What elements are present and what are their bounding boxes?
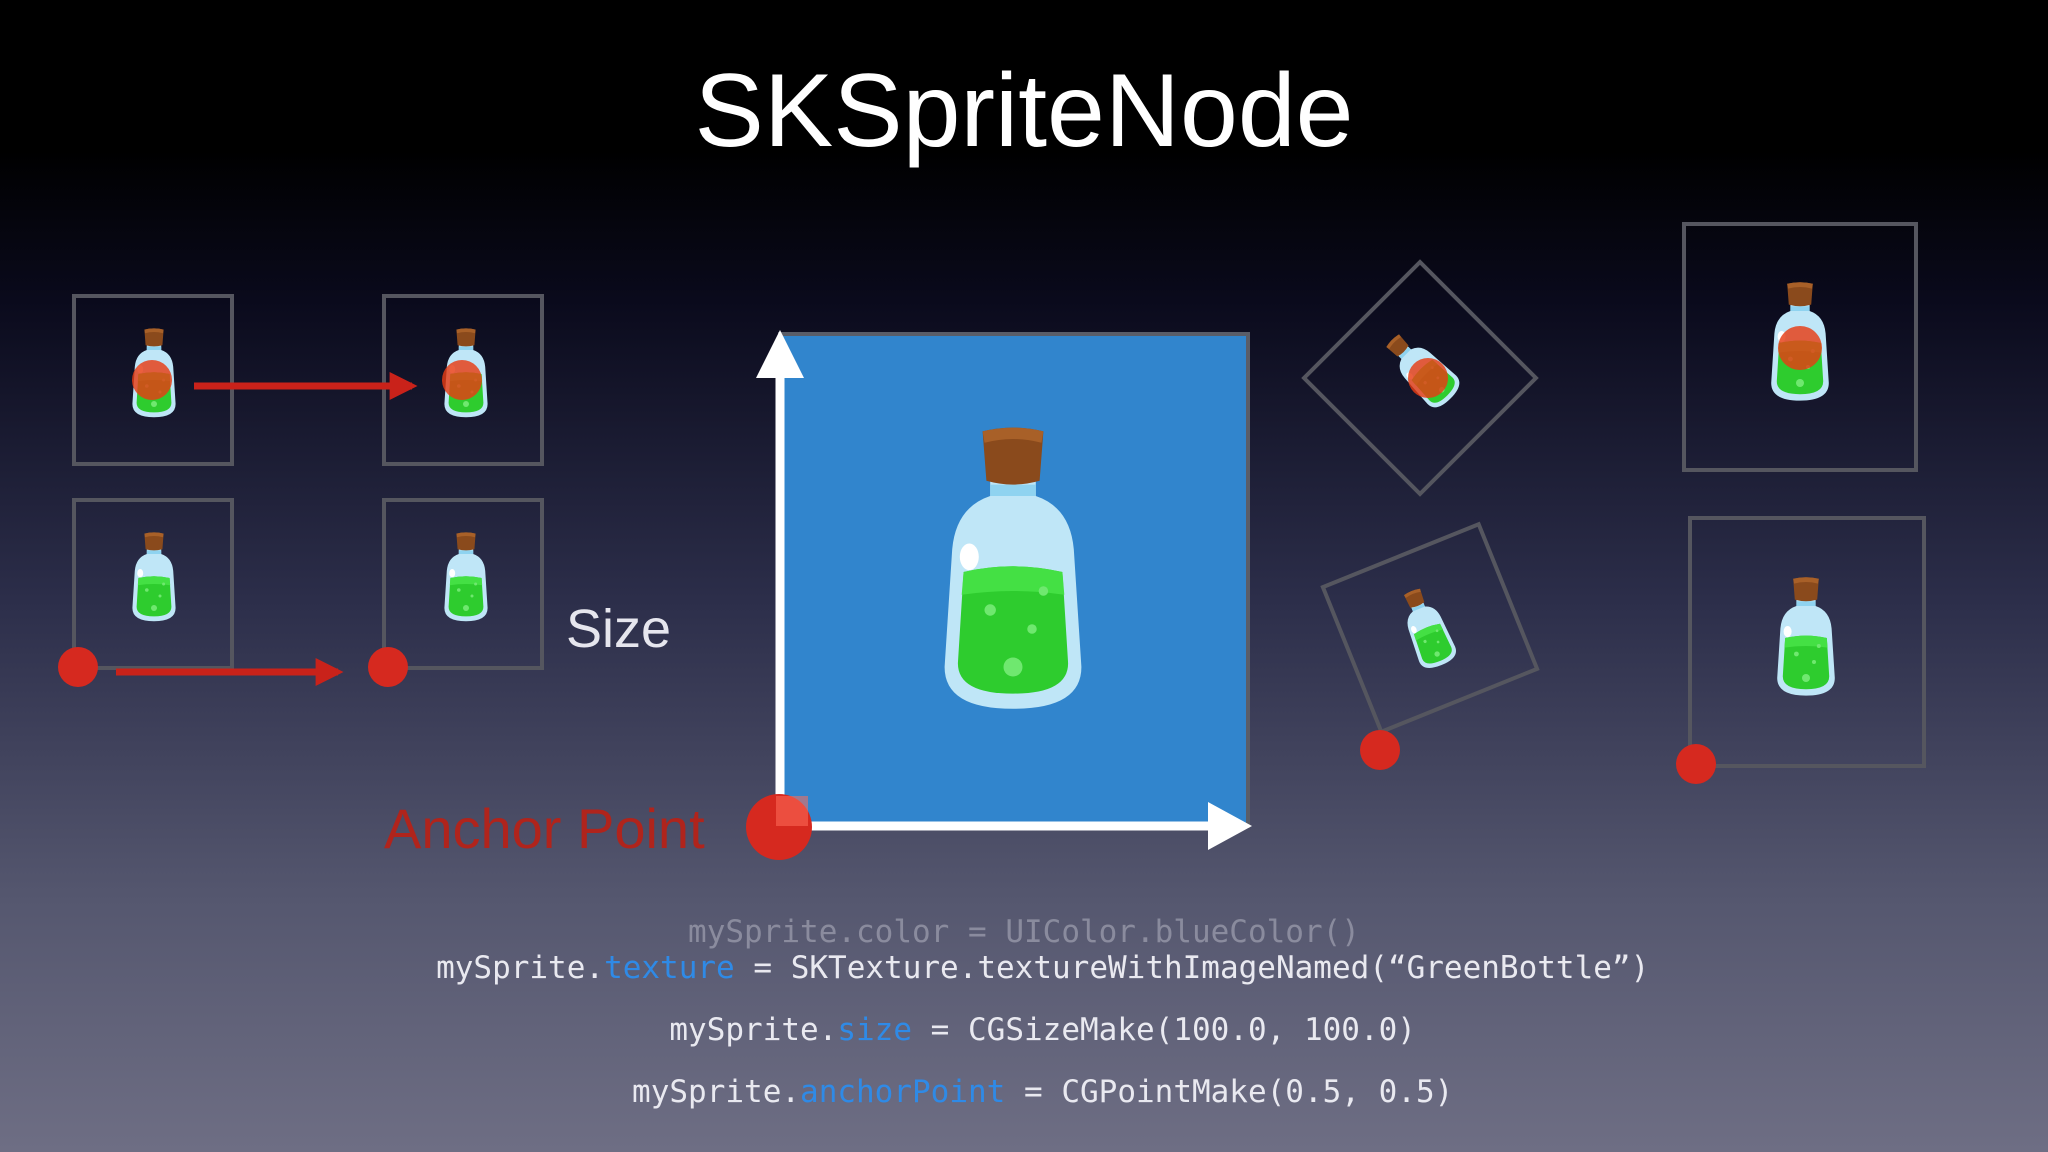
anchor-point-dot <box>1778 326 1822 370</box>
code-line-texture: mySprite.texture = SKTexture.textureWith… <box>0 914 2048 986</box>
potion-bottle-icon <box>1766 554 1846 722</box>
arrow-right-icon <box>194 372 418 400</box>
anchor-point-dot <box>1360 730 1400 770</box>
code-expression: = CGPointMake(0.5, 0.5) <box>1005 1074 1454 1110</box>
code-object: mySprite. <box>632 1074 801 1110</box>
anchor-point-label: Anchor Point <box>384 797 705 860</box>
anchor-point-dot <box>58 647 98 687</box>
code-expression: = CGSizeMake(100.0, 100.0) <box>912 1012 1416 1048</box>
sprite-frame-position-after <box>382 294 544 466</box>
code-expression: = SKTexture.textureWithImageNamed(“Green… <box>734 950 1650 986</box>
sprite-frame-anchor-before <box>72 498 234 670</box>
code-line-size: mySprite.size = CGSizeMake(100.0, 100.0) <box>0 976 2048 1048</box>
code-line-anchor-point: mySprite.anchorPoint = CGPointMake(0.5, … <box>0 1038 2048 1110</box>
sprite-frame-position-before <box>72 294 234 466</box>
anchor-point-dot <box>442 360 482 400</box>
code-property: size <box>837 1012 913 1048</box>
code-property: texture <box>604 950 735 986</box>
sprite-frame-scaled-centered <box>1682 222 1918 472</box>
potion-bottle-icon <box>124 522 184 634</box>
arrow-right-icon <box>116 658 344 686</box>
anchor-origin-square <box>776 796 808 826</box>
size-label: Size <box>566 599 672 659</box>
anchor-point-dot <box>368 647 408 687</box>
code-line-ghost-overlay: mySprite.color = UIColor.blueColor() <box>688 914 1360 950</box>
code-object: mySprite. <box>436 950 605 986</box>
anchor-point-dot <box>1408 358 1448 398</box>
sprite-frame-anchor-after <box>382 498 544 670</box>
potion-bottle-icon <box>436 522 496 634</box>
code-property: anchorPoint <box>800 1074 1006 1110</box>
size-axes <box>756 330 1252 850</box>
anchor-point-dot <box>132 360 172 400</box>
sprite-frame-scaled-corner <box>1688 516 1926 768</box>
anchor-point-dot <box>1676 744 1716 784</box>
slide-title: SKSpriteNode <box>694 53 1354 169</box>
code-object: mySprite. <box>669 1012 838 1048</box>
